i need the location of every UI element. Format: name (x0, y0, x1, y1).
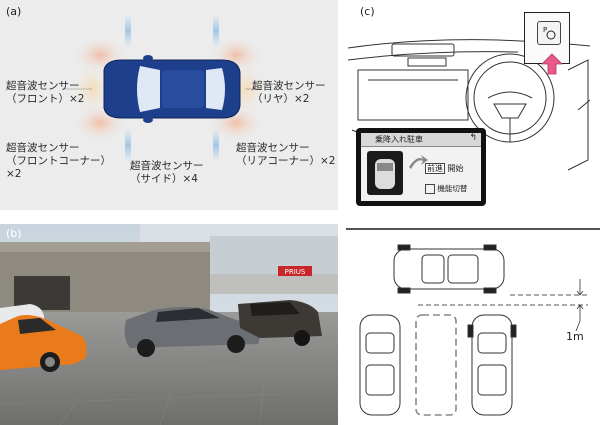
prius-sign-text: PRIUS (285, 268, 306, 276)
side-sensor-caption: 超音波センサー （サイド）×4 (130, 160, 204, 185)
target-parking-space (415, 314, 457, 416)
rear-sensor-caption: 超音波センサー （リヤ）×2 (252, 80, 326, 105)
front-sensor-caption: 超音波センサー （フロント）×2 (6, 80, 85, 105)
panel-b-label: (b) (6, 227, 22, 240)
panel-a-label: (a) (6, 5, 22, 18)
screen-title-bar: 乗降入れ駐車 ↰ (361, 133, 481, 147)
garage-entrance (14, 276, 70, 310)
rear-corner-sensor-caption: 超音波センサー （リアコーナー）×2 (236, 142, 336, 167)
car-rear-window (206, 68, 225, 110)
section-divider (346, 228, 600, 230)
screen-inner: 乗降入れ駐車 ↰ 前進 開始 機能切替 (361, 133, 481, 201)
svg-text:P: P (543, 26, 547, 34)
function-switch-label: 機能切替 (437, 184, 468, 193)
parking-lot-photo: PRIUS (0, 224, 338, 425)
panel-b: PRIUS (b) (0, 224, 338, 425)
panel-c: (c) P (338, 0, 600, 425)
front-corner-sensor-caption: 超音波センサー （フロントコーナー） ×2 (6, 142, 111, 180)
car-windshield (137, 66, 160, 112)
side-sensor-beam (125, 14, 131, 48)
panel-a: (a) (0, 0, 338, 210)
car-roof (162, 70, 204, 108)
function-switch-icon (425, 184, 435, 194)
pointing-arrow-icon (541, 53, 563, 75)
button-callout: P (524, 12, 570, 64)
start-label: 開始 (447, 164, 464, 173)
parking-diagram (359, 244, 588, 416)
panel-c-label: (c) (360, 5, 375, 18)
prius-sign (278, 266, 312, 276)
car-preview-icon (367, 151, 403, 195)
park-assist-button[interactable]: P (537, 21, 561, 45)
forward-prefix: 前進 (425, 163, 445, 174)
screen-title: 乗降入れ駐車 (375, 135, 423, 144)
side-sensor-beam (213, 14, 219, 48)
side-sensor-beam (125, 128, 131, 162)
back-arrow-icon[interactable]: ↰ (469, 133, 477, 143)
parking-assist-screen: 乗降入れ駐車 ↰ 前進 開始 機能切替 (356, 128, 486, 206)
start-forward-button[interactable]: 前進 開始 (425, 163, 475, 175)
function-switch-button[interactable]: 機能切替 (425, 183, 479, 195)
park-assist-icon: P (543, 26, 556, 40)
distance-label: 1m (566, 330, 584, 343)
direction-arrow-icon (409, 155, 428, 169)
side-sensor-beam (213, 128, 219, 162)
car-top-view-illustration (62, 14, 268, 162)
